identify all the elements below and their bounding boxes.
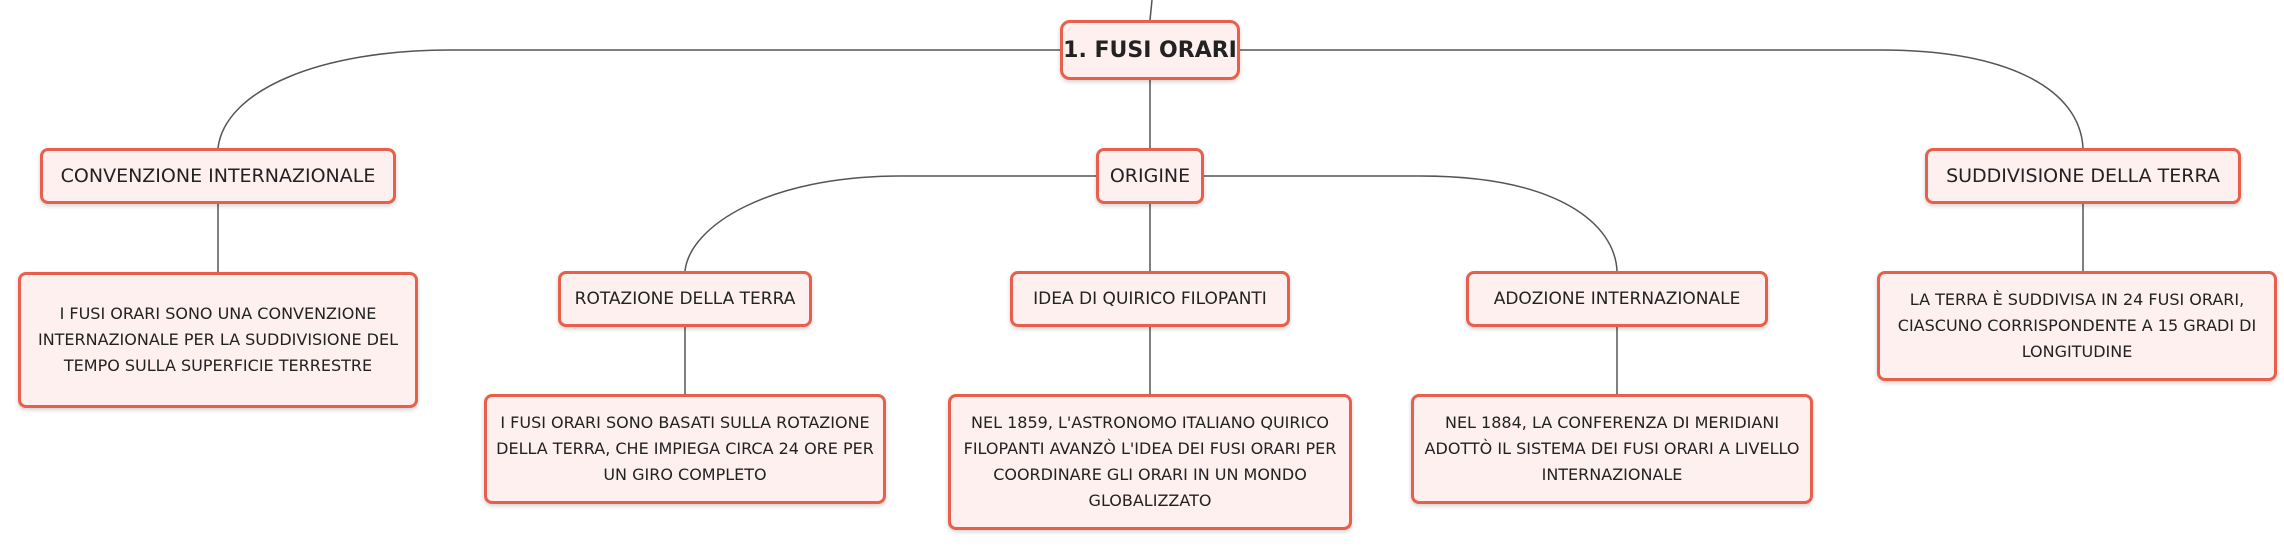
idea-node[interactable]: IDEA DI QUIRICO FILOPANTI <box>1010 271 1290 327</box>
connector-root-parent <box>1149 0 1153 21</box>
branch-convenzione-node[interactable]: CONVENZIONE INTERNAZIONALE <box>40 148 396 204</box>
adozione-detail-text: NEL 1884, LA CONFERENZA DI MERIDIANI ADO… <box>1424 413 1800 484</box>
adozione-label: ADOZIONE INTERNAZIONALE <box>1493 289 1741 309</box>
connector-origine-rotazione <box>684 175 1096 272</box>
rotazione-label: ROTAZIONE DELLA TERRA <box>574 289 796 309</box>
adozione-node[interactable]: ADOZIONE INTERNAZIONALE <box>1466 271 1768 327</box>
branch-origine-label: ORIGINE <box>1109 165 1191 187</box>
branch-suddivisione-label: SUDDIVISIONE DELLA TERRA <box>1946 165 2220 187</box>
idea-detail-node[interactable]: NEL 1859, L'ASTRONOMO ITALIANO QUIRICO F… <box>948 394 1352 530</box>
suddivisione-detail-node[interactable]: LA TERRA È SUDDIVISA IN 24 FUSI ORARI, C… <box>1877 271 2277 381</box>
root-node[interactable]: 1. FUSI ORARI <box>1060 20 1240 80</box>
connector-origine-adozione <box>1204 175 1618 272</box>
idea-label: IDEA DI QUIRICO FILOPANTI <box>1033 289 1267 309</box>
rotazione-node[interactable]: ROTAZIONE DELLA TERRA <box>558 271 812 327</box>
adozione-detail-node[interactable]: NEL 1884, LA CONFERENZA DI MERIDIANI ADO… <box>1411 394 1813 504</box>
branch-suddivisione-node[interactable]: SUDDIVISIONE DELLA TERRA <box>1925 148 2241 204</box>
idea-detail-text: NEL 1859, L'ASTRONOMO ITALIANO QUIRICO F… <box>963 413 1337 510</box>
connector-root-convenzione <box>217 49 1060 149</box>
convenzione-detail-text: I FUSI ORARI SONO UNA CONVENZIONE INTERN… <box>37 304 399 375</box>
convenzione-detail-node[interactable]: I FUSI ORARI SONO UNA CONVENZIONE INTERN… <box>18 272 418 408</box>
root-node-label: 1. FUSI ORARI <box>1063 37 1237 63</box>
suddivisione-detail-text: LA TERRA È SUDDIVISA IN 24 FUSI ORARI, C… <box>1897 290 2257 361</box>
rotazione-detail-node[interactable]: I FUSI ORARI SONO BASATI SULLA ROTAZIONE… <box>484 394 886 504</box>
branch-origine-node[interactable]: ORIGINE <box>1096 148 1204 204</box>
connector-root-suddivisione <box>1240 49 2084 149</box>
rotazione-detail-text: I FUSI ORARI SONO BASATI SULLA ROTAZIONE… <box>496 413 874 484</box>
branch-convenzione-label: CONVENZIONE INTERNAZIONALE <box>60 165 376 187</box>
